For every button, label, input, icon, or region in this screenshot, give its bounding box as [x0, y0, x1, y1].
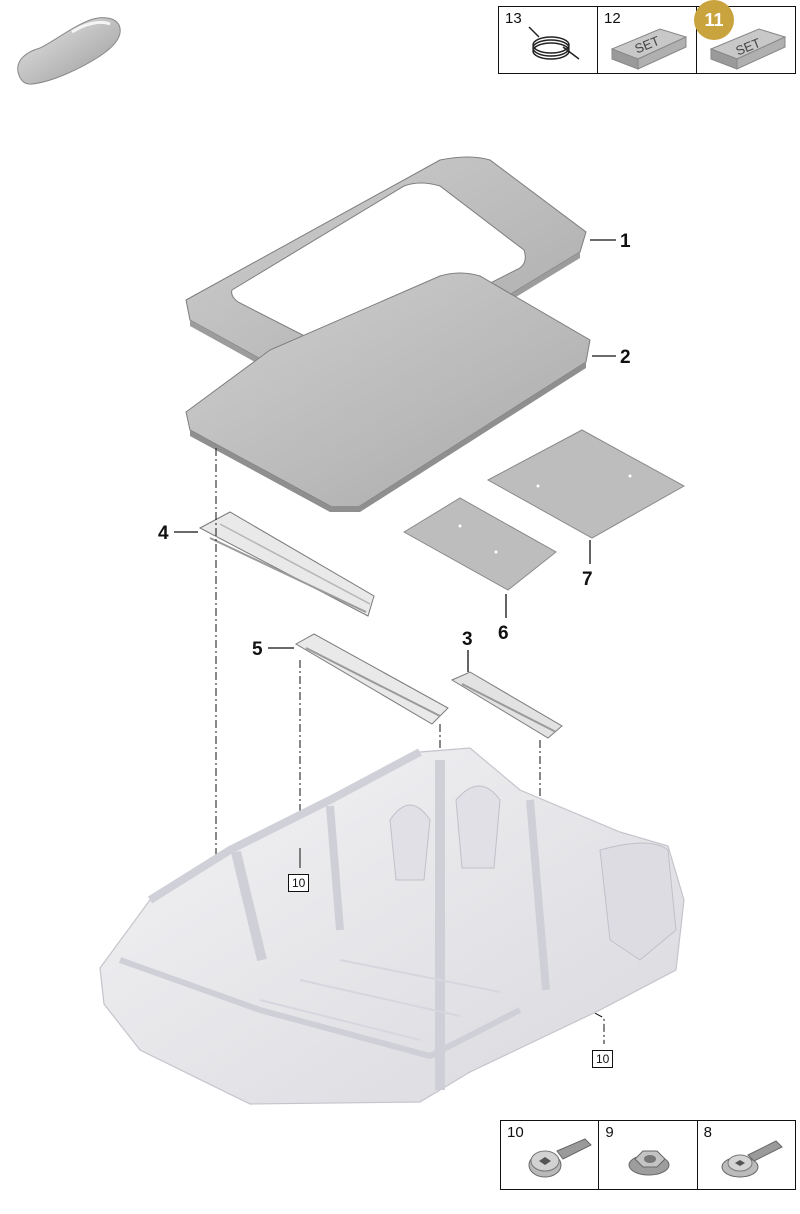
part-6-insulation-mat[interactable] — [403, 497, 557, 591]
legend-item-8[interactable]: 8 — [698, 1121, 795, 1189]
legend-item-11[interactable]: SET — [697, 7, 795, 73]
legend-number: 12 — [604, 10, 621, 27]
part-7-insulation-mat[interactable] — [486, 429, 686, 539]
callout-4[interactable]: 4 — [158, 523, 169, 544]
body-in-white — [99, 747, 685, 1105]
part-3-rear-cross-member[interactable] — [450, 671, 563, 739]
flange-screw-icon — [721, 1140, 783, 1178]
hex-nut-icon — [628, 1150, 670, 1176]
legend-item-10[interactable]: 10 — [501, 1121, 600, 1189]
legend-number: 10 — [507, 1124, 524, 1141]
callout-3[interactable]: 3 — [462, 629, 473, 650]
legend-item-13[interactable]: 13 — [499, 7, 598, 73]
callout-5[interactable]: 5 — [252, 639, 263, 660]
reference-label-10b[interactable]: 10 — [592, 1050, 614, 1068]
part-4-front-cross-member[interactable] — [198, 511, 375, 617]
car-silhouette-icon — [17, 17, 121, 85]
callout-1[interactable]: 1 — [620, 231, 631, 252]
part-2-roof-panel[interactable] — [185, 272, 591, 512]
part-1-roof-frame[interactable] — [185, 156, 587, 398]
legend-item-12[interactable]: 12 SET — [598, 7, 697, 73]
vehicle-thumbnail — [12, 10, 124, 90]
legend-number: 8 — [703, 1124, 712, 1141]
part-5-roof-bow[interactable] — [294, 633, 449, 725]
legend-item-9[interactable]: 9 — [599, 1121, 698, 1189]
legend-bottom: 10 9 8 — [500, 1120, 796, 1190]
legend-top: 13 12 SET SET — [498, 6, 796, 74]
legend-number: 9 — [605, 1124, 614, 1141]
torx-bolt-icon — [528, 1138, 592, 1178]
badge-number: 11 — [704, 9, 724, 30]
wire-coil-icon — [528, 26, 580, 60]
set-block-icon: SET — [709, 28, 787, 70]
callout-7[interactable]: 7 — [582, 569, 593, 590]
reference-label-10a[interactable]: 10 — [288, 874, 310, 892]
callout-2[interactable]: 2 — [620, 347, 631, 368]
legend-number: 13 — [505, 10, 522, 27]
callout-6[interactable]: 6 — [498, 623, 509, 644]
highlight-badge-11[interactable]: 11 — [694, 0, 734, 40]
set-block-icon: SET — [610, 28, 688, 70]
